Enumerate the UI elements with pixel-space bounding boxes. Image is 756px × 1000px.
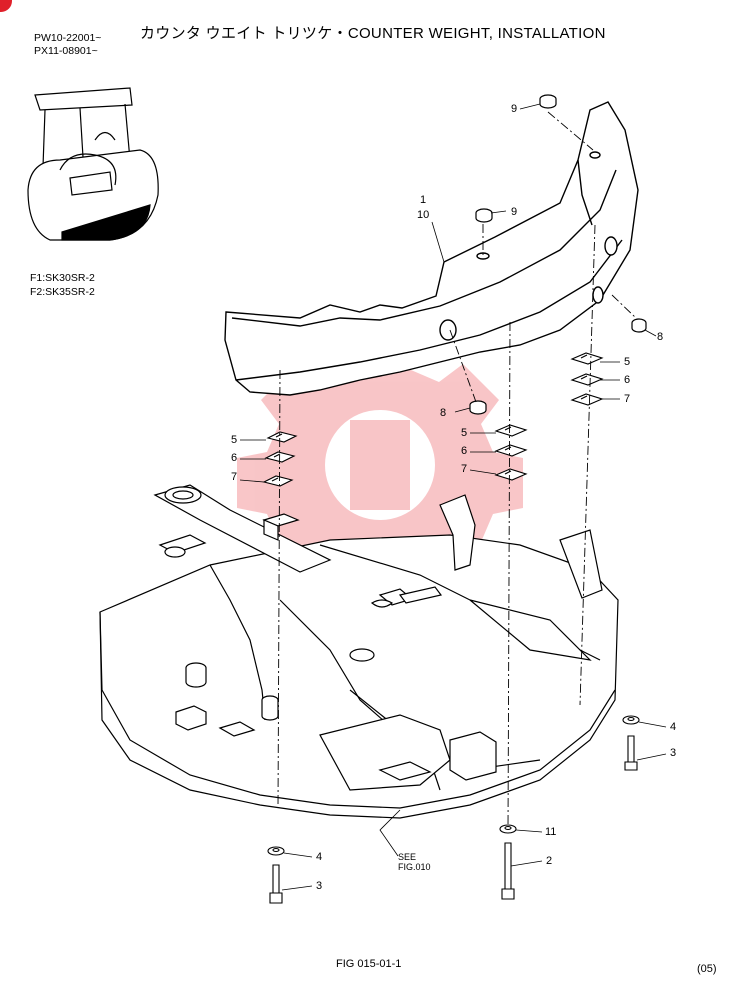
figure-number: FIG 015-01-1	[336, 958, 402, 970]
callout-shim-right-7: 7	[624, 393, 631, 405]
callout-bolt-left: 3	[316, 880, 323, 892]
revision-number: (05)	[697, 963, 717, 975]
center-lines	[277, 111, 637, 831]
callout-washer-right: 4	[670, 721, 677, 733]
callout-shim-left-5: 5	[231, 434, 238, 446]
counterweight-casting	[224, 101, 639, 396]
callout-counterweight-assy: 10	[417, 209, 430, 221]
callout-shim-center-6: 6	[461, 445, 468, 457]
fasteners	[267, 715, 640, 904]
callout-cap-top: 9	[511, 103, 518, 115]
callout-cap-mid: 9	[511, 206, 518, 218]
see-note-line-1: SEE	[398, 852, 417, 862]
model-f1: F1:SK30SR-2	[30, 272, 95, 284]
callout-shim-center-7: 7	[461, 463, 468, 475]
shim-stacks	[262, 352, 604, 487]
serial-range-1: PW10-22001~	[34, 32, 102, 44]
callout-shim-center-5: 5	[461, 427, 468, 439]
machine-thumbnail	[27, 87, 159, 241]
callout-plug-right: 8	[657, 331, 664, 343]
see-reference-note: SEE FIG.010	[398, 852, 431, 872]
callout-bolt-right: 3	[670, 747, 677, 759]
callout-washer-left: 4	[316, 851, 323, 863]
callout-shim-right-6: 6	[624, 374, 631, 386]
callout-shim-right-5: 5	[624, 356, 631, 368]
callout-counterweight: 1	[420, 194, 427, 206]
callout-plug-center: 8	[440, 407, 447, 419]
page-title: カウンタ ウエイト トリツケ・COUNTER WEIGHT, INSTALLAT…	[140, 25, 606, 42]
callout-shim-left-7: 7	[231, 471, 238, 483]
model-f2: F2:SK35SR-2	[30, 286, 95, 298]
callout-bolt-center: 2	[546, 855, 553, 867]
serial-range-2: PX11-08901~	[34, 45, 98, 57]
leader-lines	[239, 103, 667, 891]
see-note-line-2: FIG.010	[398, 862, 431, 872]
callout-shim-left-6: 6	[231, 452, 238, 464]
callout-washer-center: 11	[545, 826, 557, 838]
upper-frame	[99, 484, 619, 819]
